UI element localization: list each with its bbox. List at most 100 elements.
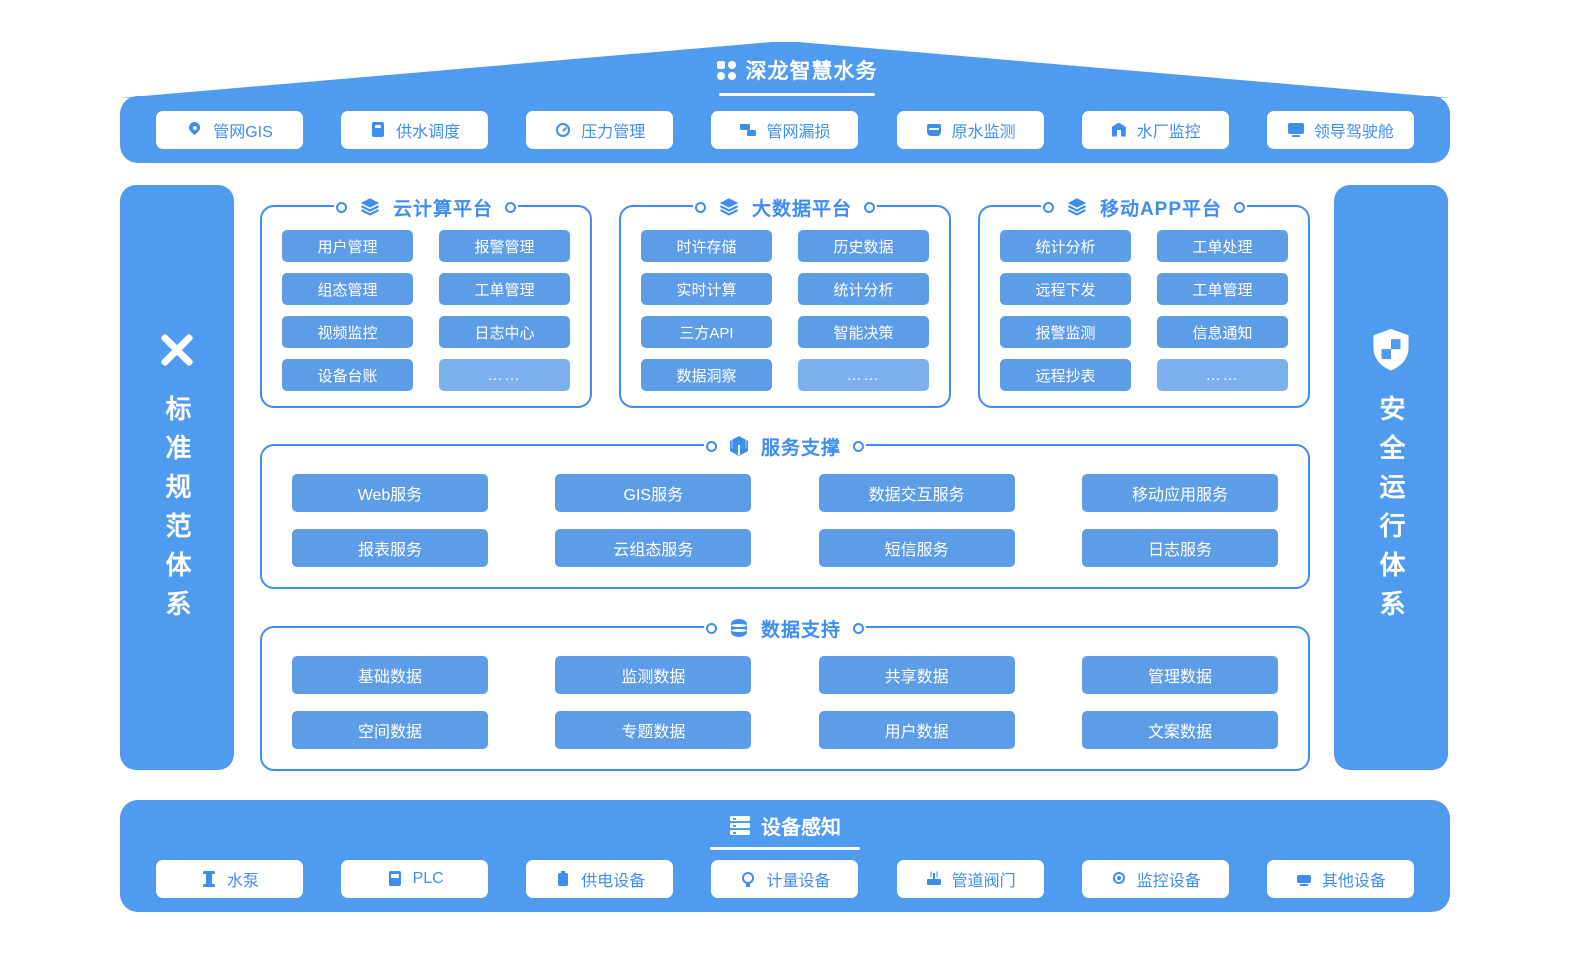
connector-node <box>853 440 865 452</box>
map-pin-icon <box>186 121 204 139</box>
pump-icon <box>200 870 218 888</box>
device-button-label: 监控设备 <box>1136 873 1201 890</box>
section-item-button[interactable]: 数据交互服务 <box>818 474 1015 512</box>
device-button[interactable]: 其他设备 <box>1266 860 1414 898</box>
section-title: 数据支持 <box>760 619 842 641</box>
footer-title-underline <box>710 847 860 850</box>
device-button-row: 水泵 PLC 供电设备 计量设备 <box>156 860 1414 898</box>
app-button[interactable]: 原水监测 <box>896 110 1044 149</box>
platform-item-button[interactable]: 设备台账 <box>282 359 413 391</box>
section-item-button[interactable]: GIS服务 <box>555 474 752 512</box>
device-button-label: PLC <box>412 870 444 887</box>
section-box: 服务支撑 Web服务 GIS服务 数据交互服务 移动应用服务 报表服务 <box>260 431 1310 589</box>
platform-item-button[interactable]: 用户管理 <box>282 230 413 262</box>
app-button[interactable]: 管网漏损 <box>711 110 859 149</box>
section-item-button[interactable]: Web服务 <box>292 474 488 512</box>
security-pillar-label: 安全运行体系 <box>1376 394 1406 629</box>
platform-item-button[interactable]: 信息通知 <box>1157 316 1288 348</box>
section-item-button[interactable]: 基础数据 <box>292 656 488 694</box>
platform-item-button[interactable]: 日志中心 <box>439 316 570 348</box>
device-perception-bar: 设备感知 水泵 PLC 供电设备 <box>120 800 1450 912</box>
app-button-label: 压力管理 <box>581 123 646 141</box>
section-item-button[interactable]: 短信服务 <box>818 529 1015 567</box>
platform-item-button[interactable]: 实时计算 <box>641 273 772 305</box>
platform-item-button[interactable]: 三方API <box>641 316 772 348</box>
device-button[interactable]: 水泵 <box>156 860 303 898</box>
platform-row: 云计算平台 用户管理 报警管理 组态管理 工单管理 视频监控 日志 <box>260 192 1310 408</box>
platform-item-button[interactable]: 组态管理 <box>282 273 413 305</box>
device-button[interactable]: 监控设备 <box>1081 860 1229 898</box>
section-item-button[interactable]: 空间数据 <box>292 711 488 749</box>
platform-item-button[interactable]: 工单管理 <box>1157 273 1288 305</box>
connector-node <box>1234 201 1246 213</box>
platform-item-button[interactable]: 远程下发 <box>1000 273 1131 305</box>
app-button[interactable]: 供水调度 <box>341 110 489 149</box>
shield-icon <box>1373 328 1409 370</box>
platform-item-button[interactable]: 统计分析 <box>798 273 929 305</box>
platform-box: 云计算平台 用户管理 报警管理 组态管理 工单管理 视频监控 日志 <box>260 192 592 408</box>
gauge-icon <box>554 121 572 139</box>
device-button[interactable]: 供电设备 <box>526 860 674 898</box>
platform-item-button[interactable]: 视频监控 <box>282 316 413 348</box>
cube-icon <box>729 436 749 456</box>
device-button[interactable]: 计量设备 <box>711 860 859 898</box>
app-button-label: 水厂监控 <box>1136 123 1201 141</box>
page-title: 深龙智慧水务 <box>745 60 878 83</box>
database-icon <box>729 618 749 638</box>
section-item-button[interactable]: 文案数据 <box>1081 711 1278 749</box>
dashboard-icon <box>1287 121 1305 139</box>
platform-item-button[interactable]: 工单管理 <box>439 273 570 305</box>
meter-icon <box>739 870 757 888</box>
platform-item-button[interactable]: 报警管理 <box>439 230 570 262</box>
app-button[interactable]: 压力管理 <box>526 110 674 149</box>
platform-item-button[interactable]: …… <box>1157 359 1288 391</box>
section-item-button[interactable]: 用户数据 <box>818 711 1015 749</box>
section-item-button[interactable]: 共享数据 <box>818 656 1015 694</box>
section-box-title: 服务支撑 <box>703 431 867 461</box>
ruler-pen-icon <box>161 333 193 366</box>
section-title: 服务支撑 <box>760 437 842 459</box>
section-item-button[interactable]: 监测数据 <box>555 656 752 694</box>
camera-icon <box>1110 870 1128 888</box>
support-sections: 服务支撑 Web服务 GIS服务 数据交互服务 移动应用服务 报表服务 <box>260 431 1310 808</box>
platform-item-button[interactable]: 历史数据 <box>798 230 929 262</box>
app-button-label: 管网漏损 <box>766 123 831 141</box>
platform-item-button[interactable]: …… <box>798 359 929 391</box>
valve-icon <box>925 870 943 888</box>
platform-item-button[interactable]: 智能决策 <box>798 316 929 348</box>
device-button[interactable]: 管道阀门 <box>896 860 1044 898</box>
section-item-button[interactable]: 专题数据 <box>555 711 752 749</box>
platform-item-button[interactable]: 工单处理 <box>1157 230 1288 262</box>
plant-icon <box>1110 121 1128 139</box>
water-tank-icon <box>925 121 943 139</box>
platform-item-grid: 统计分析 工单处理 远程下发 工单管理 报警监测 信息通知 远程抄表 …… <box>980 207 1308 391</box>
platform-item-button[interactable]: …… <box>439 359 570 391</box>
device-button[interactable]: PLC <box>341 860 489 898</box>
connector-node <box>705 622 717 634</box>
section-item-button[interactable]: 云组态服务 <box>555 529 752 567</box>
app-button[interactable]: 水厂监控 <box>1081 110 1229 149</box>
section-item-button[interactable]: 管理数据 <box>1081 656 1278 694</box>
power-icon <box>554 870 572 888</box>
device-button-label: 计量设备 <box>766 873 831 890</box>
platform-item-button[interactable]: 远程抄表 <box>1000 359 1131 391</box>
plc-icon <box>386 870 404 888</box>
brand-header: 深龙智慧水务 <box>0 55 1594 96</box>
app-button[interactable]: 领导驾驶舱 <box>1266 110 1414 149</box>
section-item-button[interactable]: 移动应用服务 <box>1081 474 1278 512</box>
dispatch-icon <box>369 121 387 139</box>
device-button-label: 其他设备 <box>1321 873 1386 890</box>
section-item-button[interactable]: 日志服务 <box>1081 529 1278 567</box>
connector-node <box>694 201 706 213</box>
platform-box-title: 大数据平台 <box>692 192 878 222</box>
section-item-button[interactable]: 报表服务 <box>292 529 488 567</box>
platform-item-button[interactable]: 统计分析 <box>1000 230 1131 262</box>
app-button[interactable]: 管网GIS <box>156 110 303 149</box>
platform-item-button[interactable]: 报警监测 <box>1000 316 1131 348</box>
app-button-label: 原水监测 <box>951 123 1016 141</box>
server-icon <box>729 816 751 835</box>
platform-item-button[interactable]: 数据洞察 <box>641 359 772 391</box>
platform-box: 移动APP平台 统计分析 工单处理 远程下发 工单管理 报警监测 <box>978 192 1310 408</box>
platform-item-button[interactable]: 时许存储 <box>641 230 772 262</box>
